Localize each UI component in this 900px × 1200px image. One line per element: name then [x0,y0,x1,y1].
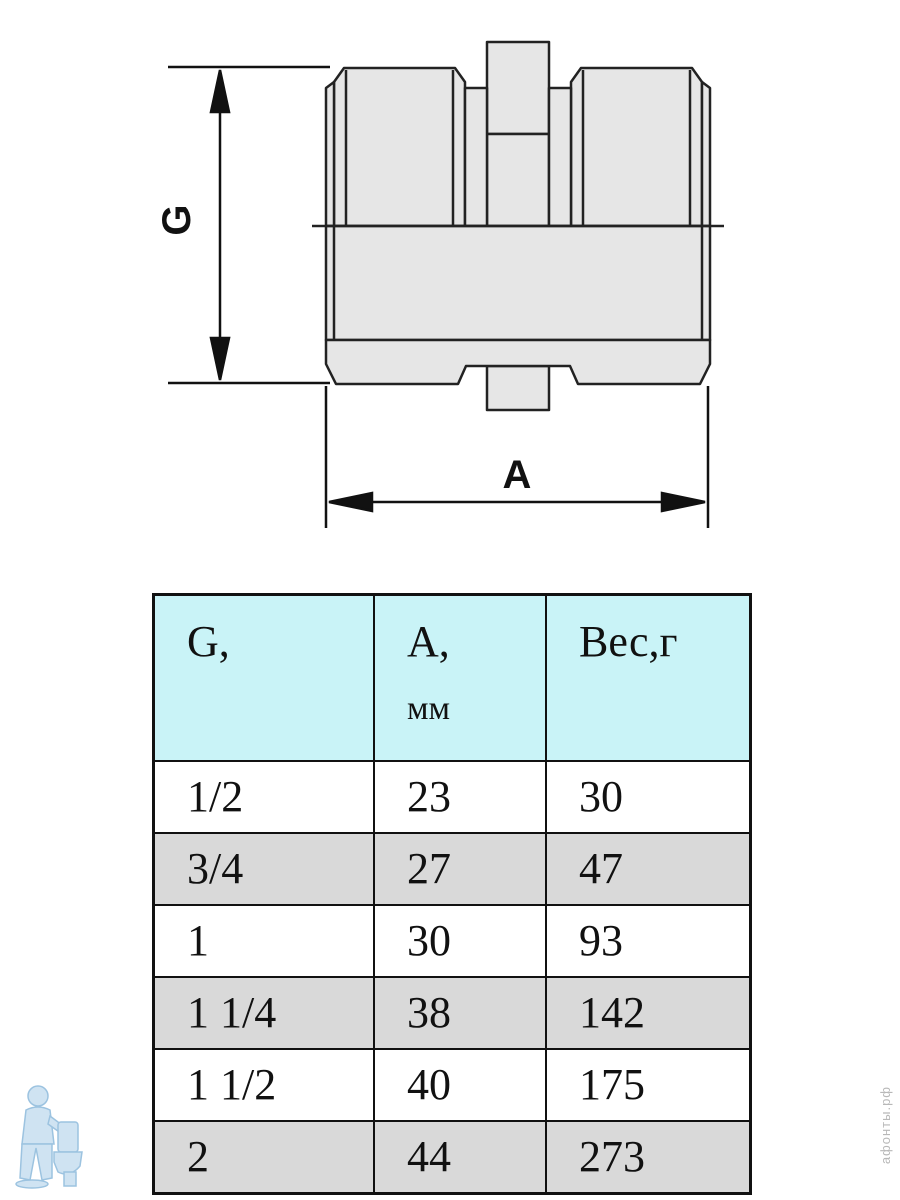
cell-g: 1 1/2 [152,1048,375,1122]
right-body-side [700,80,712,228]
cell-g: 3/4 [152,832,375,906]
g-arrow-bottom [209,336,231,381]
spec-table: G, A,мм Вес,г 1/2 23 30 3/4 27 47 1 30 9… [152,593,752,1195]
table-row: 1 30 93 [152,904,752,978]
table-header-row: G, A,мм Вес,г [152,593,752,762]
cell-g: 1/2 [152,760,375,834]
header-weight: Вес,г [545,593,752,762]
table-row: 3/4 27 47 [152,832,752,906]
cell-weight: 30 [545,760,752,834]
header-g: G, [152,593,375,762]
cell-a: 38 [373,976,547,1050]
cell-g: 2 [152,1120,375,1195]
bottom-band [324,338,712,386]
table-row: 2 44 273 [152,1120,752,1195]
a-arrow-left [328,491,374,513]
cell-g: 1 [152,904,375,978]
right-nut-face [569,66,704,228]
header-a: A,мм [373,593,547,762]
cell-g: 1 1/4 [152,976,375,1050]
g-arrow-top [209,69,231,114]
left-body-side [324,80,336,228]
cell-weight: 142 [545,976,752,1050]
cell-a: 44 [373,1120,547,1195]
plumber-toilet-icon [15,1085,83,1189]
cell-weight: 273 [545,1120,752,1195]
center-hex-top [485,40,551,136]
cell-a: 27 [373,832,547,906]
left-neck [463,86,489,228]
center-hex-bottom [485,364,551,412]
dimension-g-label: G [155,204,199,235]
dimension-a-label: A [503,453,532,497]
cell-a: 40 [373,1048,547,1122]
table-row: 1 1/4 38 142 [152,976,752,1050]
main-body [324,224,712,342]
cell-a: 23 [373,760,547,834]
right-neck [547,86,573,228]
table-row: 1/2 23 30 [152,760,752,834]
watermark: афонты.рф [878,1086,893,1165]
a-arrow-right [660,491,706,513]
cell-weight: 93 [545,904,752,978]
cell-a: 30 [373,904,547,978]
cell-weight: 175 [545,1048,752,1122]
center-hex-mid [485,132,551,228]
fitting-drawing: G A [155,40,724,528]
table-row: 1 1/2 40 175 [152,1048,752,1122]
left-nut-face [332,66,467,228]
cell-weight: 47 [545,832,752,906]
